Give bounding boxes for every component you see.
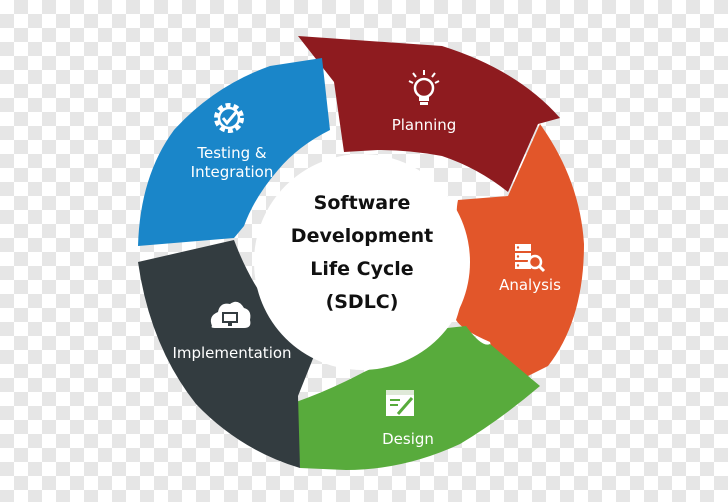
implementation-segment: [138, 240, 318, 468]
center-hub: [254, 154, 470, 370]
design-window-icon: [386, 390, 414, 416]
server-search-icon: [515, 244, 546, 273]
implementation-label: Implementation: [172, 344, 291, 362]
gear-check-icon: [214, 103, 244, 133]
center-title-line4: (SDLC): [326, 291, 399, 313]
design-label: Design: [382, 430, 434, 448]
cloud-monitor-icon: [210, 301, 251, 328]
center-title-line2: Development: [291, 225, 433, 247]
design-segment: [296, 326, 540, 470]
testing-label-line1: Testing &: [196, 144, 267, 162]
planning-label: Planning: [392, 116, 457, 134]
testing-label-line2: Integration: [191, 163, 274, 181]
testing-integration-segment: [138, 58, 330, 246]
analysis-label: Analysis: [499, 276, 561, 294]
lightbulb-icon: [408, 70, 440, 105]
center-title-line3: Life Cycle: [310, 258, 413, 280]
center-title-line1: Software: [314, 192, 411, 214]
planning-segment: [298, 36, 560, 192]
